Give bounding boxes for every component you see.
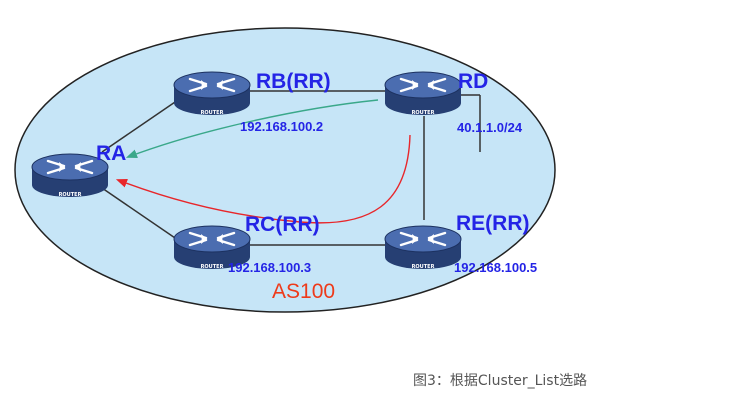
router-rc-ip: 192.168.100.3 xyxy=(228,260,311,275)
router-rd-device-text: ROUTER xyxy=(412,110,435,116)
router-re-name: RE(RR) xyxy=(456,212,530,235)
links xyxy=(101,90,481,246)
router-rd-name: RD xyxy=(458,70,488,93)
router-ra-device-text: ROUTER xyxy=(59,192,82,198)
link-ra-rb xyxy=(101,99,179,153)
arrow-green-rd-to-ra xyxy=(125,99,379,159)
router-rb-device-text: ROUTER xyxy=(201,110,224,116)
arrow-red-rd-to-ra xyxy=(115,134,411,224)
figure-caption: 图3：根据Cluster_List选路 xyxy=(413,373,588,389)
router-rc-device-text: ROUTER xyxy=(201,264,224,270)
router-rd: ROUTER xyxy=(383,70,463,117)
router-rc: ROUTER xyxy=(172,224,252,271)
as-label: AS100 xyxy=(272,280,335,303)
link-ra-rc xyxy=(101,187,179,241)
router-re: ROUTER xyxy=(383,224,463,271)
router-rd-network: 40.1.1.0/24 xyxy=(457,120,523,135)
router-ra: ROUTER xyxy=(30,152,110,199)
router-ra-name: RA xyxy=(96,142,126,165)
router-rb: ROUTER xyxy=(172,70,252,117)
router-re-ip: 192.168.100.5 xyxy=(454,260,537,275)
router-rb-name: RB(RR) xyxy=(256,70,331,93)
router-rb-ip: 192.168.100.2 xyxy=(240,119,323,134)
router-re-device-text: ROUTER xyxy=(412,264,435,270)
router-rc-name: RC(RR) xyxy=(245,213,320,236)
